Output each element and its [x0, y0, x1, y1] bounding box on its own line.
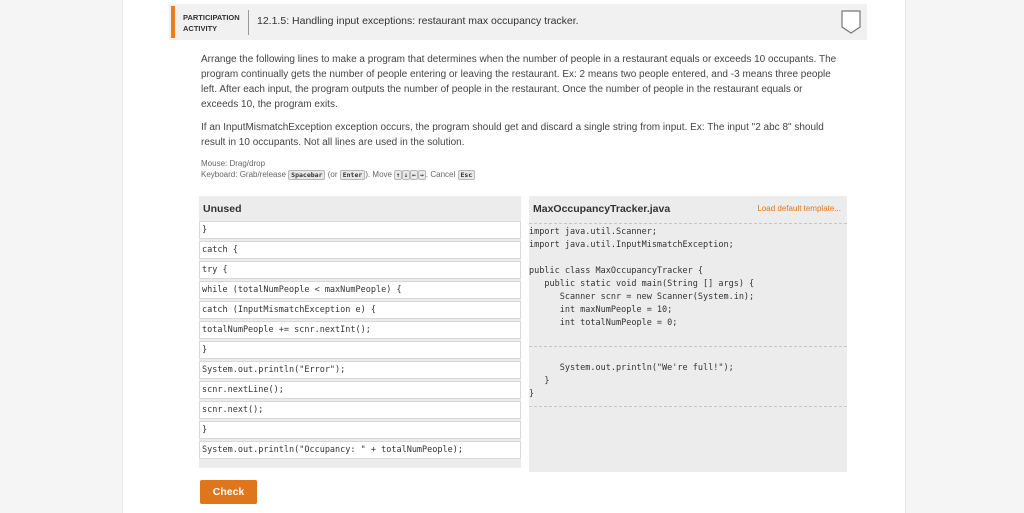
arrow-up-icon: ↑: [394, 170, 403, 180]
code-line: public class MaxOccupancyTracker {: [529, 266, 703, 276]
arrow-right-icon: →: [417, 170, 426, 180]
code-editor-panel: MaxOccupancyTracker.java Load default te…: [529, 196, 847, 472]
instructions-paragraph-1: Arrange the following lines to make a pr…: [201, 54, 837, 110]
load-default-template-link[interactable]: Load default template...: [757, 204, 841, 213]
activity-title: 12.1.5: Handling input exceptions: resta…: [257, 15, 579, 27]
unused-code-line[interactable]: catch (InputMismatchException e) {: [199, 301, 521, 319]
unused-code-line[interactable]: scnr.nextLine();: [199, 381, 521, 399]
unused-code-line[interactable]: System.out.println("Error");: [199, 361, 521, 379]
drop-zone-divider-bottom[interactable]: [529, 406, 847, 407]
unused-code-line[interactable]: }: [199, 341, 521, 359]
header-divider: [248, 10, 249, 35]
code-line: Scanner scnr = new Scanner(System.in);: [529, 292, 755, 302]
completion-badge-icon: [841, 10, 861, 34]
code-block-imports: import java.util.Scanner; import java.uti…: [529, 226, 734, 252]
mouse-instructions: Mouse: Drag/drop: [201, 159, 266, 168]
unused-title: Unused: [203, 203, 242, 215]
code-line: public static void main(String [] args) …: [529, 279, 755, 289]
unused-code-line[interactable]: System.out.println("Occupancy: " + total…: [199, 441, 521, 459]
code-line: System.out.println("We're full!");: [529, 363, 734, 373]
editor-filename: MaxOccupancyTracker.java: [533, 203, 671, 215]
unused-lines-panel: Unused } catch { try { while (totalNumPeopl…: [199, 196, 521, 468]
arrow-left-icon: ←: [410, 170, 418, 180]
editor-divider: [529, 223, 847, 224]
code-line: }: [529, 376, 550, 386]
enter-key: Enter: [339, 170, 366, 180]
unused-code-line[interactable]: totalNumPeople += scnr.nextInt();: [199, 321, 521, 339]
unused-code-line[interactable]: catch {: [199, 241, 521, 259]
keyboard-instructions: Keyboard: Grab/release Spacebar (or Ente…: [201, 169, 841, 180]
code-line: import java.util.InputMismatchException;: [529, 240, 734, 250]
code-line: import java.util.Scanner;: [529, 227, 657, 237]
unused-code-line[interactable]: scnr.next();: [199, 401, 521, 419]
code-block-closing: System.out.println("We're full!"); }}: [529, 362, 734, 401]
instructions-paragraph-2: If an InputMismatchException exception o…: [201, 122, 824, 148]
spacebar-key: Spacebar: [288, 170, 326, 180]
check-button[interactable]: Check: [200, 480, 257, 504]
instructions: Arrange the following lines to make a pr…: [201, 52, 841, 180]
unused-code-line[interactable]: }: [199, 421, 521, 439]
code-line: int maxNumPeople = 10;: [529, 305, 673, 315]
unused-lines-list: } catch { try { while (totalNumPeople < max…: [199, 221, 521, 461]
code-block-main: public class MaxOccupancyTracker { publi…: [529, 265, 754, 330]
activity-header: PARTICIPATION ACTIVITY 12.1.5: Handling …: [169, 4, 867, 40]
arrow-down-icon: ↓: [402, 170, 411, 180]
unused-code-line[interactable]: while (totalNumPeople < maxNumPeople) {: [199, 281, 521, 299]
esc-key: Esc: [457, 170, 476, 180]
unused-code-line[interactable]: }: [199, 221, 521, 239]
participation-activity-label: PARTICIPATION ACTIVITY: [171, 6, 247, 38]
unused-code-line[interactable]: try {: [199, 261, 521, 279]
drop-zone-divider-top[interactable]: [529, 346, 847, 347]
code-line: int totalNumPeople = 0;: [529, 318, 678, 328]
page-container: PARTICIPATION ACTIVITY 12.1.5: Handling …: [122, 0, 906, 513]
code-line: }: [529, 389, 535, 399]
